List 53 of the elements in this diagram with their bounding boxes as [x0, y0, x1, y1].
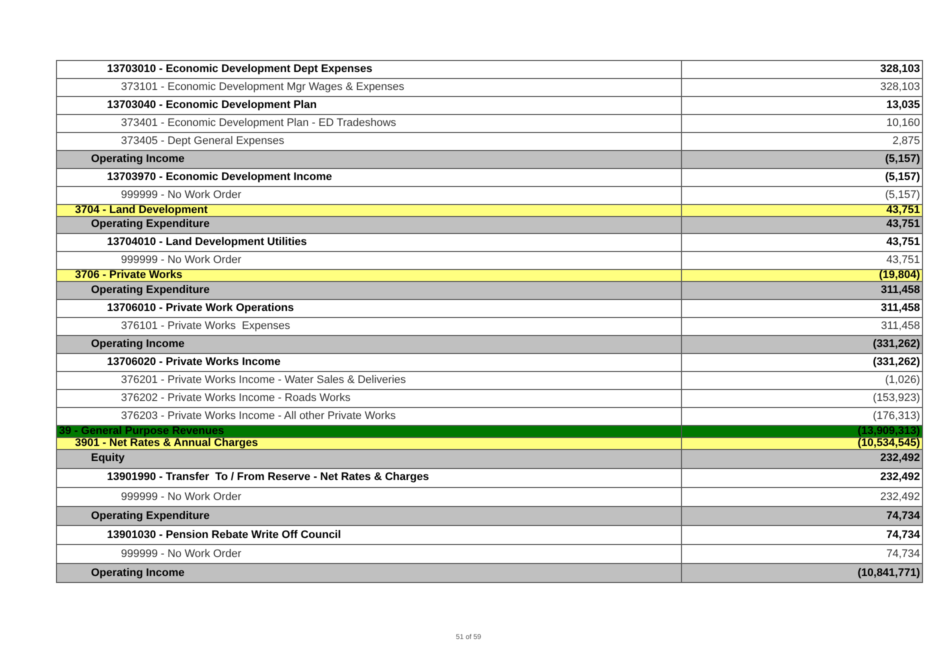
amount-value: 311,458: [682, 318, 922, 336]
account-label: 376202 - Private Works Income - Roads Works: [56, 389, 682, 408]
amount-value: 43,751: [682, 234, 922, 252]
account-label: 13901990 - Transfer To / From Reserve - Net Rates & Charges: [56, 468, 682, 488]
account-label: 13706020 - Private Works Income: [56, 354, 682, 372]
amount-value: 13,035: [682, 96, 922, 114]
amount-value: (5,157): [682, 168, 922, 186]
account-label: 13901030 - Pension Rebate Write Off Council: [56, 526, 682, 545]
account-label: 13703040 - Economic Development Plan: [56, 96, 682, 114]
amount-value: (153,923): [682, 389, 922, 408]
amount-value: 43,751: [682, 252, 922, 270]
account-label: 376203 - Private Works Income - All other Private Works: [56, 407, 682, 426]
amount-value: (176,313): [682, 407, 922, 426]
account-label: 999999 - No Work Order: [56, 544, 682, 564]
amount-value: 74,734: [682, 544, 922, 564]
account-label: Operating Income: [56, 150, 682, 168]
amount-value: 43,751: [682, 204, 922, 216]
amount-value: 328,103: [682, 60, 922, 78]
amount-value: 74,734: [682, 506, 922, 526]
account-label: 13706010 - Private Work Operations: [56, 300, 682, 318]
account-label: 13703010 - Economic Development Dept Expenses: [56, 60, 682, 78]
account-label: 13703970 - Economic Development Income: [56, 168, 682, 186]
account-label: 373101 - Economic Development Mgr Wages & Expenses: [56, 78, 682, 96]
amount-value: 232,492: [682, 488, 922, 507]
amount-value: (10,841,771): [682, 564, 922, 583]
account-label: Operating Expenditure: [56, 216, 682, 234]
amount-value: 328,103: [682, 78, 922, 96]
amount-value: 10,160: [682, 114, 922, 132]
amount-value: 311,458: [682, 282, 922, 300]
amount-value: (5,157): [682, 186, 922, 204]
amount-value: 311,458: [682, 300, 922, 318]
amount-value: (5,157): [682, 150, 922, 168]
account-label: Operating Expenditure: [56, 506, 682, 526]
account-label: 13704010 - Land Development Utilities: [56, 234, 682, 252]
account-label: 999999 - No Work Order: [56, 488, 682, 507]
account-label: Operating Expenditure: [56, 282, 682, 300]
account-label: 376201 - Private Works Income - Water Sales & Deliveries: [56, 372, 682, 390]
account-label: 999999 - No Work Order: [56, 252, 682, 270]
amount-value: 43,751: [682, 216, 922, 234]
account-label: Operating Income: [56, 564, 682, 583]
account-label: 373401 - Economic Development Plan - ED Tradeshows: [56, 114, 682, 132]
account-label: 373405 - Dept General Expenses: [56, 132, 682, 150]
account-label: Equity: [56, 449, 682, 468]
account-label: 999999 - No Work Order: [56, 186, 682, 204]
amount-value: 232,492: [682, 468, 922, 488]
amount-value: (331,262): [682, 354, 922, 372]
amount-value: 74,734: [682, 526, 922, 545]
amount-value: 232,492: [682, 449, 922, 468]
account-label: Operating Income: [56, 336, 682, 354]
account-label: 376101 - Private Works Expenses: [56, 318, 682, 336]
amount-value: (331,262): [682, 336, 922, 354]
amount-value: (1,026): [682, 372, 922, 390]
amount-value: 2,875: [682, 132, 922, 150]
